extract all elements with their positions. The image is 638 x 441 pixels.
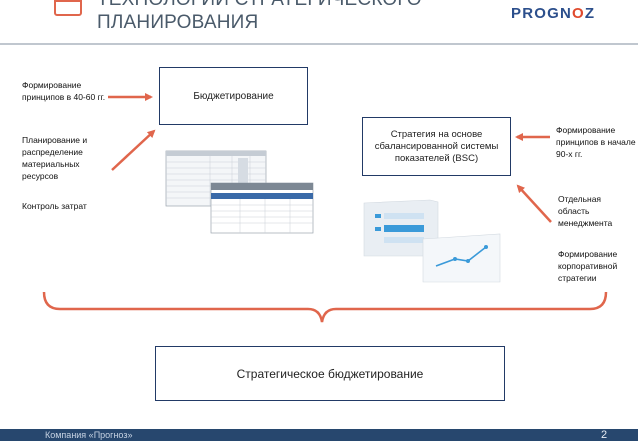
- label-resource-planning: Планирование и распределение материальны…: [22, 135, 88, 181]
- header-divider: [0, 43, 638, 45]
- footer-bar: [0, 429, 638, 441]
- bsc-illustration: [363, 199, 501, 283]
- budgeting-box: Бюджетирование: [159, 67, 308, 125]
- page-number: 2: [601, 429, 608, 441]
- label-principles-90s: Формирование принципов в начале 90-х гг.: [556, 125, 636, 159]
- arrow-management-to-bsc: [516, 184, 552, 223]
- bsc-box-label: Стратегия на основе сбалансированной сис…: [374, 128, 499, 164]
- prognoz-logo: PROGNOZ: [511, 5, 596, 22]
- label-principles-40-60: Формирование принципов в 40-60 гг.: [22, 80, 106, 102]
- strategic-budgeting-box: Стратегическое бюджетирование: [155, 346, 505, 401]
- bsc-box: Стратегия на основе сбалансированной сис…: [362, 117, 511, 176]
- label-corporate-strategy: Формирование корпоративной стратегии: [558, 249, 618, 283]
- slide-title: ТЕХНОЛОГИИ СТРАТЕГИЧЕСКОГО ПЛАНИРОВАНИЯ: [97, 0, 422, 34]
- slide-title-line2: ПЛАНИРОВАНИЯ: [97, 12, 259, 33]
- arrow-planning-to-budgeting: [111, 129, 156, 171]
- footer-company: Компания «Прогноз»: [45, 430, 133, 440]
- slide-title-line1: ТЕХНОЛОГИИ СТРАТЕГИЧЕСКОГО: [97, 0, 422, 11]
- strategic-budgeting-label: Стратегическое бюджетирование: [236, 366, 424, 381]
- budgeting-box-label: Бюджетирование: [193, 90, 274, 102]
- curly-brace: [42, 291, 608, 323]
- label-separate-area: Отдельная область менеджмента: [558, 194, 613, 228]
- presentation-icon: [54, 0, 82, 16]
- spreadsheet-illustration: [165, 150, 314, 234]
- label-cost-control: Контроль затрат: [22, 201, 87, 211]
